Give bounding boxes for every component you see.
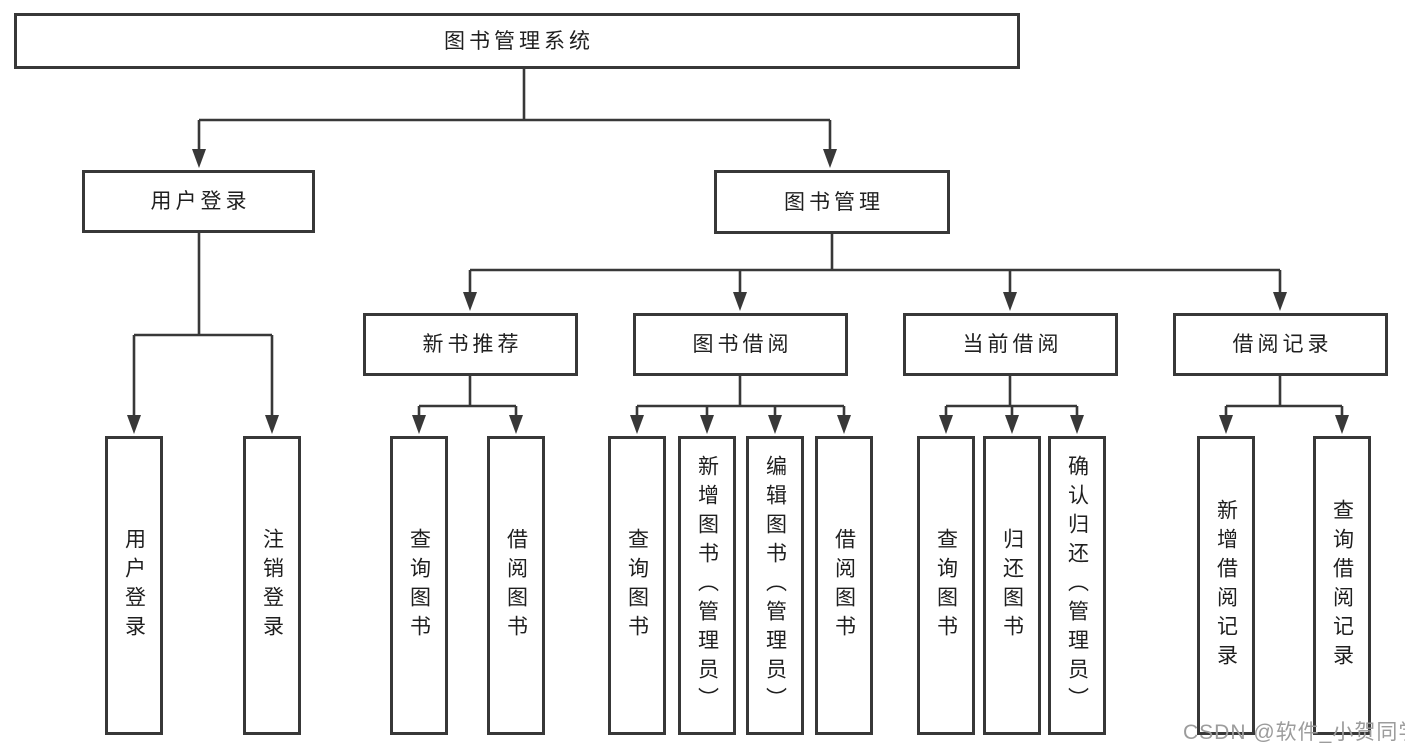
node-new-book-recommendation: 新书推荐: [363, 313, 578, 376]
node-label: 新增图书（管理员）: [695, 455, 719, 716]
node-leaf-logout: 注销登录: [243, 436, 301, 735]
node-user-login: 用户登录: [82, 170, 315, 233]
node-label: 查询图书: [407, 527, 431, 644]
node-label: 查询借阅记录: [1330, 498, 1354, 673]
node-book-borrowing: 图书借阅: [633, 313, 848, 376]
node-leaf-query-books-borrowing: 查询图书: [608, 436, 666, 735]
node-label: 新书推荐: [422, 333, 523, 356]
node-label: 图书管理系统: [444, 29, 594, 53]
node-leaf-confirm-return-admin: 确认归还（管理员）: [1048, 436, 1106, 735]
node-label: 借阅图书: [832, 527, 856, 644]
node-label: 查询图书: [934, 527, 958, 644]
node-leaf-query-borrow-record: 查询借阅记录: [1313, 436, 1371, 735]
node-leaf-return-book: 归还图书: [983, 436, 1041, 735]
node-label: 编辑图书（管理员）: [763, 455, 787, 716]
node-label: 新增借阅记录: [1214, 498, 1238, 673]
csdn-watermark: CSDN @软件_小贺同学: [1183, 721, 1405, 744]
node-leaf-borrow-books-borrowing: 借阅图书: [815, 436, 873, 735]
node-leaf-add-book-admin: 新增图书（管理员）: [678, 436, 736, 735]
node-label: 注销登录: [260, 527, 284, 644]
node-label: 当前借阅: [962, 333, 1063, 356]
node-current-borrowing: 当前借阅: [903, 313, 1118, 376]
node-leaf-add-borrow-record: 新增借阅记录: [1197, 436, 1255, 735]
node-library-management-system: 图书管理系统: [14, 13, 1020, 69]
node-leaf-edit-book-admin: 编辑图书（管理员）: [746, 436, 804, 735]
node-book-management: 图书管理: [714, 170, 950, 234]
node-label: 借阅记录: [1232, 333, 1333, 356]
node-label: 确认归还（管理员）: [1065, 455, 1089, 716]
node-leaf-query-books-current: 查询图书: [917, 436, 975, 735]
node-label: 归还图书: [1000, 527, 1024, 644]
node-label: 图书管理: [784, 190, 884, 214]
node-label: 借阅图书: [504, 527, 528, 644]
node-leaf-user-login: 用户登录: [105, 436, 163, 735]
node-label: 查询图书: [625, 527, 649, 644]
node-leaf-query-books-recommend: 查询图书: [390, 436, 448, 735]
node-borrowing-records: 借阅记录: [1173, 313, 1388, 376]
node-label: 用户登录: [150, 190, 251, 213]
node-label: 用户登录: [122, 527, 146, 644]
node-label: 图书借阅: [692, 333, 793, 356]
node-leaf-borrow-books-recommend: 借阅图书: [487, 436, 545, 735]
